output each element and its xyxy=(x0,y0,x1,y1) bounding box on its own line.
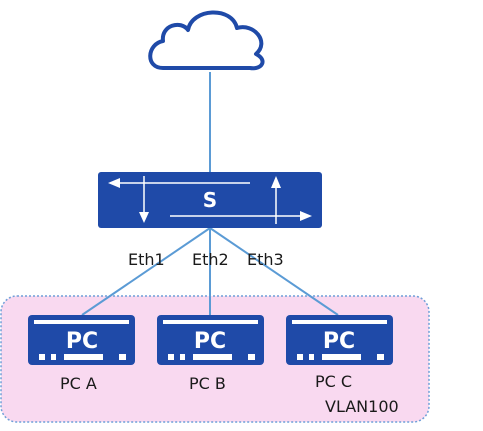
pc-icon-text: PC xyxy=(323,329,355,354)
port-label-eth2: Eth2 xyxy=(192,250,229,269)
port-label-eth3: Eth3 xyxy=(247,250,284,269)
port-label-eth1: Eth1 xyxy=(128,250,165,269)
pc-icon: PC xyxy=(286,315,393,365)
pc-label: PC A xyxy=(60,374,97,393)
link-eth3-pc-c xyxy=(209,227,339,316)
pc-c: PC PC C xyxy=(286,315,393,391)
pc-icon: PC xyxy=(28,315,135,365)
pc-b: PC PC B xyxy=(157,315,264,393)
pc-icon-text: PC xyxy=(194,329,226,354)
pc-label: PC C xyxy=(315,372,352,391)
link-eth1-pc-a xyxy=(81,227,211,316)
pc-a: PC PC A xyxy=(28,315,135,393)
pc-label: PC B xyxy=(189,374,226,393)
switch-label: S xyxy=(203,188,217,212)
pc-icon: PC xyxy=(157,315,264,365)
cloud-icon xyxy=(148,10,265,71)
pc-icon-text: PC xyxy=(66,329,98,354)
vlan-label: VLAN100 xyxy=(325,397,399,416)
switch-icon: S xyxy=(98,172,322,228)
